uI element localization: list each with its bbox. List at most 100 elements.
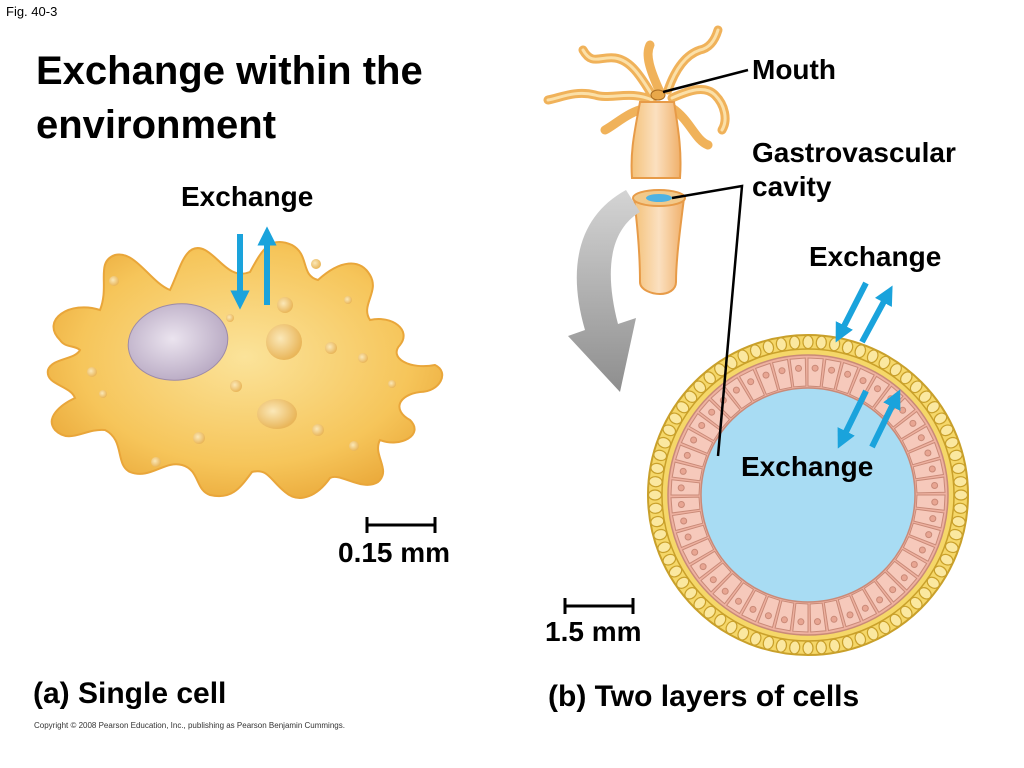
epidermis-cell bbox=[815, 640, 827, 655]
exchange-label-inner: Exchange bbox=[741, 451, 874, 482]
gastrodermis-cell bbox=[789, 357, 807, 388]
cell-nucleus bbox=[931, 498, 939, 506]
gastrodermis-cell bbox=[908, 441, 941, 466]
cell-nucleus bbox=[797, 618, 805, 626]
scale-bar-b bbox=[563, 598, 635, 614]
gastrodermis-cell bbox=[792, 602, 809, 633]
gastrodermis-cell bbox=[771, 358, 793, 391]
gastrodermis-cell bbox=[754, 362, 779, 395]
gastrodermis-cell bbox=[671, 510, 704, 532]
gastrodermis-cell bbox=[757, 595, 781, 628]
cell-nucleus bbox=[814, 618, 821, 626]
cell-nucleus bbox=[747, 378, 755, 386]
gastrodermis-cell bbox=[851, 588, 878, 622]
cell-nucleus bbox=[680, 517, 688, 525]
cell-nucleus bbox=[889, 586, 897, 594]
gastrodermis-cell bbox=[849, 367, 875, 401]
cell-nucleus bbox=[795, 364, 802, 372]
cell-nucleus bbox=[721, 587, 729, 595]
vacuole bbox=[266, 324, 302, 360]
gastrodermis-cell bbox=[675, 444, 708, 468]
gastrodermis-cell bbox=[821, 358, 842, 390]
caption-b: (b) Two layers of cells bbox=[548, 680, 860, 713]
gastrovascular-cavity bbox=[700, 387, 916, 603]
cell-nucleus bbox=[917, 434, 925, 442]
cell-nucleus bbox=[749, 605, 757, 613]
cell-nucleus bbox=[861, 604, 869, 612]
cell-nucleus bbox=[811, 364, 819, 372]
cell-nucleus bbox=[778, 367, 786, 375]
zoom-arrow bbox=[568, 190, 640, 392]
epidermis-cell bbox=[648, 476, 663, 488]
exchange-label-outer: Exchange bbox=[809, 241, 942, 272]
gastrodermis-cell bbox=[738, 368, 765, 402]
epidermis-cell bbox=[789, 640, 801, 655]
epidermis-cell bbox=[953, 476, 968, 488]
cell-nucleus bbox=[874, 385, 881, 393]
vacuole bbox=[257, 399, 297, 429]
cell-nucleus bbox=[709, 576, 717, 584]
cell-nucleus bbox=[918, 546, 926, 554]
cell-nucleus bbox=[929, 515, 937, 523]
cell-nucleus bbox=[899, 406, 907, 414]
epidermis-cell bbox=[648, 502, 663, 514]
gastrodermis-cell bbox=[915, 494, 946, 511]
cell-nucleus bbox=[909, 419, 917, 427]
epidermis-cell bbox=[647, 489, 663, 501]
cell-body bbox=[46, 240, 444, 499]
cell-nucleus bbox=[764, 612, 772, 620]
gastrodermis-cell bbox=[913, 508, 945, 529]
epidermis-cell bbox=[789, 335, 801, 350]
gastrodermis-cell bbox=[901, 425, 935, 452]
gastrodermis-cell bbox=[680, 428, 714, 454]
gastrodermis-cell bbox=[908, 522, 941, 546]
page-title: Exchange within the environment bbox=[36, 49, 423, 147]
gastrodermis-cell bbox=[912, 458, 945, 480]
cell-nucleus bbox=[699, 563, 707, 571]
mouth bbox=[650, 89, 666, 101]
exchange-arrow-in-inner bbox=[837, 389, 869, 449]
nucleus bbox=[127, 303, 229, 381]
cell-nucleus bbox=[931, 482, 939, 489]
cell-nucleus bbox=[910, 561, 918, 568]
cell-nucleus bbox=[690, 436, 698, 444]
cell-nucleus bbox=[762, 371, 770, 379]
cell-nucleus bbox=[928, 465, 936, 473]
cell-nucleus bbox=[691, 548, 699, 556]
gastrodermis-cell bbox=[670, 479, 701, 496]
epidermis-cell bbox=[953, 502, 968, 514]
exchange-arrow-out-inner bbox=[869, 389, 901, 449]
gastrodermis-cell bbox=[681, 538, 715, 565]
vacuole bbox=[277, 297, 293, 313]
cell-nucleus bbox=[859, 377, 867, 385]
cell-nucleus bbox=[828, 366, 836, 374]
single-cell bbox=[46, 240, 444, 499]
gastrodermis-cell bbox=[774, 600, 795, 632]
cell-nucleus bbox=[924, 449, 932, 457]
gastrodermis-cell bbox=[741, 589, 767, 623]
cross-section bbox=[647, 334, 969, 656]
cell-nucleus bbox=[925, 531, 933, 539]
cell-nucleus bbox=[846, 611, 854, 619]
cell-nucleus bbox=[677, 501, 685, 508]
cell-nucleus bbox=[708, 408, 716, 416]
gastrodermis-cell bbox=[675, 524, 708, 549]
scale-label-b: 1.5 mm bbox=[545, 616, 642, 647]
cell-nucleus bbox=[844, 370, 852, 378]
gastrodermis-cell bbox=[837, 595, 862, 628]
cell-nucleus bbox=[683, 451, 691, 459]
cell-nucleus bbox=[876, 596, 884, 604]
epidermis-cell bbox=[953, 489, 969, 501]
epidermis-cell bbox=[815, 335, 827, 350]
epidermis-cell bbox=[802, 334, 814, 350]
gastrodermis-cell bbox=[809, 602, 827, 633]
figure-number: Fig. 40-3 bbox=[6, 4, 58, 19]
cavity-label-line1: Gastrovascular bbox=[752, 137, 956, 168]
exchange-arrow-out-outer bbox=[859, 285, 893, 344]
gastrodermis-cell bbox=[915, 476, 946, 494]
epidermis-cell bbox=[802, 640, 814, 656]
cell-nucleus bbox=[698, 422, 706, 429]
mouth-label: Mouth bbox=[752, 54, 836, 85]
cell-nucleus bbox=[830, 615, 838, 623]
